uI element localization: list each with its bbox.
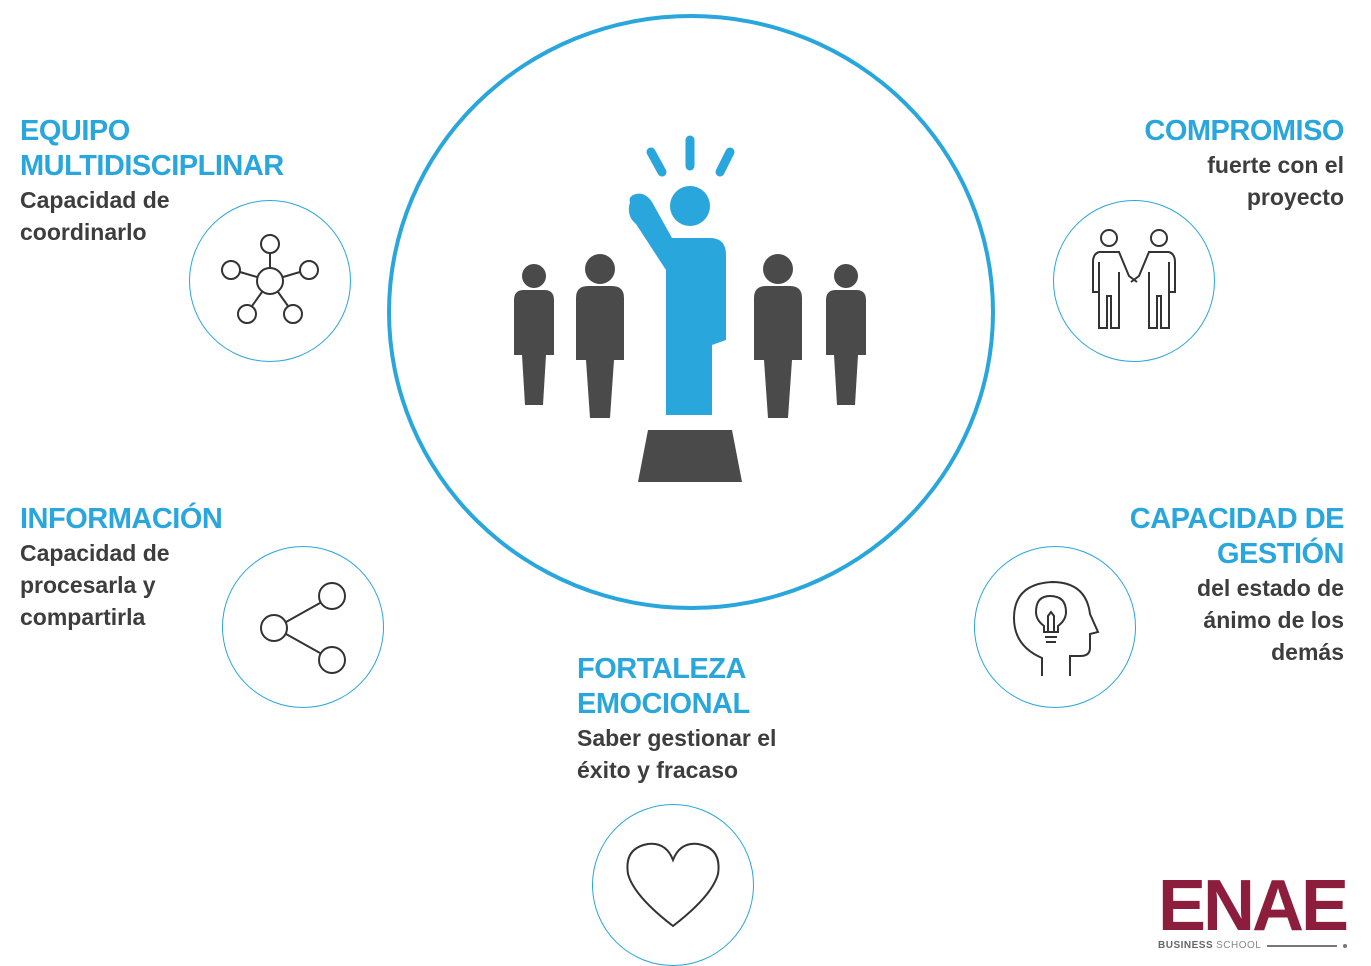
logo-sub-bold: BUSINESS (1158, 940, 1214, 951)
gestion-title-line-1: CAPACIDAD DE (1129, 503, 1345, 535)
compromiso-desc-line-1: fuerte con el (1207, 152, 1344, 178)
fortaleza-desc-line-2: éxito y fracaso (577, 757, 739, 783)
compromiso-desc-line-2: proyecto (1246, 184, 1344, 210)
gestion-block: CAPACIDAD DE GESTIÓN del estado de ánimo… (1024, 502, 1345, 668)
gestion-title-line-2: GESTIÓN (1216, 538, 1345, 570)
equipo-desc-line-1: Capacidad de (20, 187, 170, 213)
central-circle (387, 14, 995, 610)
network-nodes-icon (221, 234, 319, 324)
fortaleza-title-line-2: EMOCIONAL (577, 688, 750, 720)
equipo-desc-line-2: coordinarlo (20, 219, 147, 245)
heart-icon (626, 842, 720, 928)
share-icon (260, 582, 346, 674)
equipo-title-line-2: MULTIDISCIPLINAR (20, 150, 284, 182)
fortaleza-title-line-1: FORTALEZA (577, 653, 746, 685)
head-lightbulb-icon (1012, 580, 1100, 676)
gestion-desc-line-1: del estado de (1197, 575, 1344, 601)
informacion-desc-line-1: Capacidad de (20, 540, 170, 566)
logo-sub-light: SCHOOL (1216, 940, 1262, 951)
fortaleza-icon-circle (592, 804, 754, 966)
logo-dot (1343, 943, 1348, 948)
informacion-block: INFORMACIÓN Capacidad de procesarla y co… (20, 502, 320, 633)
handshake-people-icon (1092, 229, 1176, 329)
equipo-block: EQUIPO MULTIDISCIPLINAR Capacidad de coo… (20, 114, 360, 248)
gestion-icon-circle (974, 546, 1136, 708)
fortaleza-block: FORTALEZA EMOCIONAL Saber gestionar el é… (577, 652, 897, 786)
logo-main-text: ENAE (1158, 866, 1349, 946)
leader-podium-icon (514, 135, 866, 482)
informacion-desc-line-2: procesarla y (20, 572, 156, 598)
equipo-title-line-1: EQUIPO (20, 115, 130, 147)
logo-subline: BUSINESS SCHOOL (1158, 940, 1368, 951)
compromiso-block: COMPROMISO fuerte con el proyecto (1044, 114, 1344, 213)
fortaleza-desc-line-1: Saber gestionar el (577, 725, 777, 751)
informacion-title: INFORMACIÓN (20, 503, 223, 535)
compromiso-icon-circle (1053, 200, 1215, 362)
gestion-desc-line-3: demás (1271, 639, 1344, 665)
logo-rule (1267, 944, 1338, 947)
equipo-icon-circle (189, 200, 351, 362)
enae-logo: ENAE BUSINESS SCHOOL (1158, 870, 1368, 951)
informacion-desc-line-3: compartirla (20, 604, 146, 630)
informacion-icon-circle (222, 546, 384, 708)
compromiso-title: COMPROMISO (1144, 115, 1344, 147)
gestion-desc-line-2: ánimo de los (1203, 607, 1344, 633)
